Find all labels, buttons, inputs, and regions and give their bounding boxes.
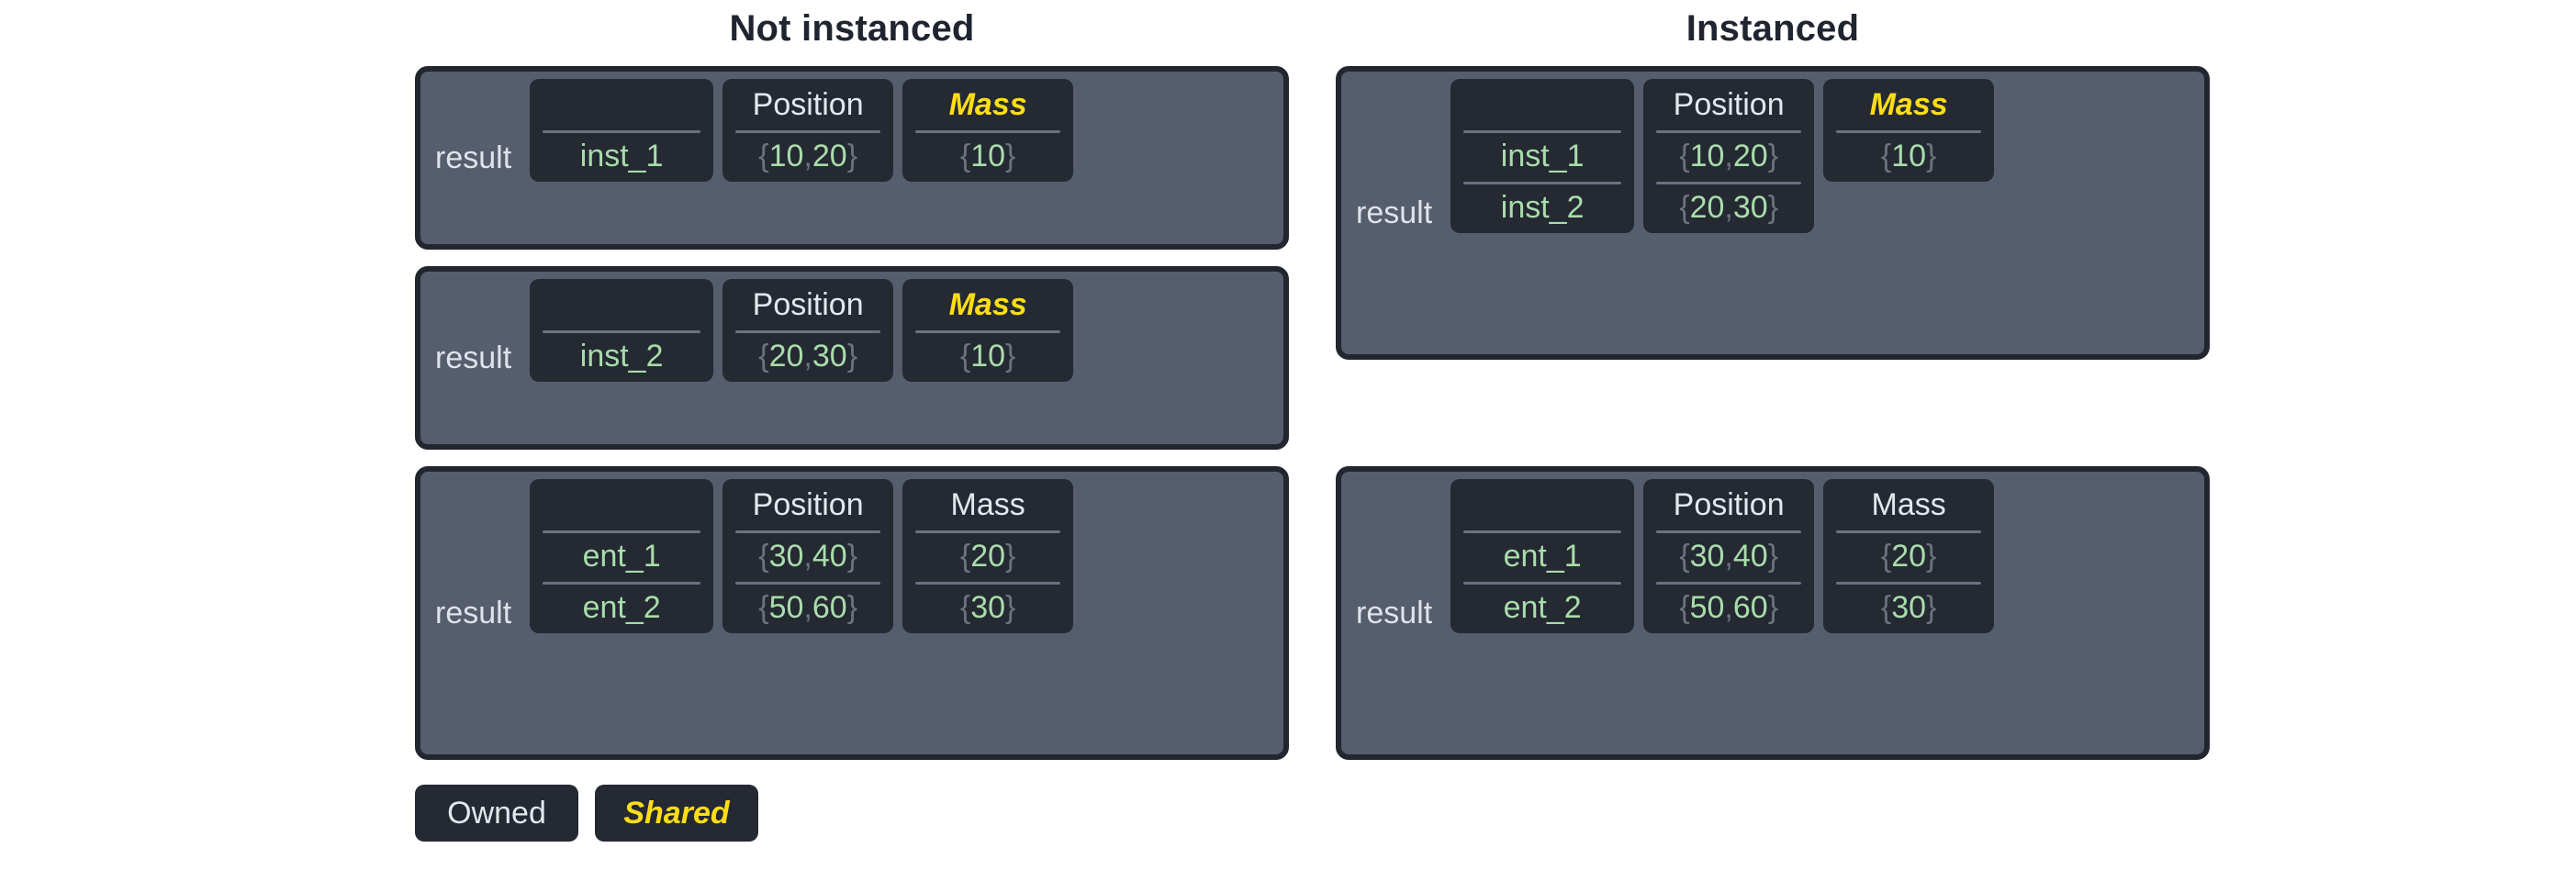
column-group: ent_1 ent_2 Position {30, 40} {50, 60} M… (530, 472, 1283, 754)
cell-mass: {20} (902, 530, 1073, 582)
column-group: inst_1 Position {10, 20} Mass {10} (530, 72, 1283, 244)
cell-mass: {20} (1823, 530, 1994, 582)
result-label: result (435, 595, 512, 630)
column-group: inst_1 inst_2 Position {10, 20} {20, 30}… (1450, 72, 2204, 354)
cell-mass: {30} (902, 582, 1073, 633)
result-label: result (1356, 195, 1433, 230)
panel-title-instanced: Instanced (1686, 8, 1860, 49)
cell-position: {20, 30} (722, 330, 893, 382)
column-header-position: Position (752, 486, 864, 522)
result-label: result (1356, 595, 1433, 630)
column-header-name (1450, 479, 1634, 530)
cell-name: ent_1 (530, 530, 713, 582)
cell-position: {30, 40} (722, 530, 893, 582)
legend-chip-shared[interactable]: Shared (595, 785, 758, 842)
result-label: result (435, 139, 512, 175)
column-header-position: Position (1673, 486, 1785, 522)
column-header-mass: Mass (1869, 86, 1948, 122)
column-header-mass: Mass (1871, 486, 1946, 522)
column-mass[interactable]: Mass {10} (1823, 79, 1995, 182)
cell-position: {50, 60} (722, 582, 893, 633)
column-header-name (530, 479, 713, 530)
cell-position: {50, 60} (1643, 582, 1814, 633)
column-header-position: Position (752, 86, 864, 122)
column-group: ent_1 ent_2 Position {30, 40} {50, 60} M… (1450, 472, 2204, 754)
cell-position: {20, 30} (1643, 182, 1814, 233)
column-name[interactable]: inst_1 (530, 79, 714, 182)
column-header-name (530, 79, 713, 130)
cell-position: {10, 20} (722, 130, 893, 182)
cell-name: ent_2 (1450, 582, 1634, 633)
legend-chip-owned[interactable]: Owned (415, 785, 578, 842)
legend: Owned Shared (415, 785, 758, 842)
column-position[interactable]: Position {10, 20} {20, 30} (1643, 79, 1815, 233)
column-mass[interactable]: Mass {20} {30} (902, 479, 1074, 633)
column-position[interactable]: Position {10, 20} (722, 79, 894, 182)
cell-name: inst_2 (530, 330, 713, 382)
cell-name: ent_1 (1450, 530, 1634, 582)
column-name[interactable]: inst_2 (530, 279, 714, 382)
cell-mass: {10} (1823, 130, 1994, 182)
column-name[interactable]: ent_1 ent_2 (530, 479, 714, 633)
result-card[interactable]: result ent_1 ent_2 Position {30, 40} {50… (415, 466, 1289, 760)
result-card[interactable]: result inst_1 Position {10, 20} Mass {10… (415, 66, 1289, 250)
column-name[interactable]: inst_1 inst_2 (1450, 79, 1635, 233)
result-label: result (435, 340, 512, 375)
column-position[interactable]: Position {20, 30} (722, 279, 894, 382)
cell-mass: {30} (1823, 582, 1994, 633)
result-card[interactable]: result inst_1 inst_2 Position {10, 20} {… (1336, 66, 2210, 360)
column-name[interactable]: ent_1 ent_2 (1450, 479, 1635, 633)
column-header-position: Position (752, 286, 864, 322)
column-header-position: Position (1673, 86, 1785, 122)
column-position[interactable]: Position {30, 40} {50, 60} (1643, 479, 1815, 633)
cell-name: inst_1 (530, 130, 713, 182)
column-mass[interactable]: Mass {10} (902, 79, 1074, 182)
column-position[interactable]: Position {30, 40} {50, 60} (722, 479, 894, 633)
cell-mass: {10} (902, 330, 1073, 382)
cell-position: {30, 40} (1643, 530, 1814, 582)
result-card[interactable]: result ent_1 ent_2 Position {30, 40} {50… (1336, 466, 2210, 760)
cell-name: inst_2 (1450, 182, 1634, 233)
column-group: inst_2 Position {20, 30} Mass {10} (530, 272, 1283, 444)
cell-position: {10, 20} (1643, 130, 1814, 182)
column-mass[interactable]: Mass {10} (902, 279, 1074, 382)
column-header-mass: Mass (948, 286, 1027, 322)
cell-name: ent_2 (530, 582, 713, 633)
column-mass[interactable]: Mass {20} {30} (1823, 479, 1995, 633)
column-header-mass: Mass (950, 486, 1025, 522)
cell-name: inst_1 (1450, 130, 1634, 182)
panel-instanced: Instanced (1336, 0, 2210, 53)
cell-mass: {10} (902, 130, 1073, 182)
column-header-mass: Mass (948, 86, 1027, 122)
panel-title-not-instanced: Not instanced (729, 8, 975, 49)
column-header-name (530, 279, 713, 330)
column-header-name (1450, 79, 1634, 130)
panel-not-instanced: Not instanced (415, 0, 1289, 53)
result-card[interactable]: result inst_2 Position {20, 30} Mass {10… (415, 266, 1289, 450)
